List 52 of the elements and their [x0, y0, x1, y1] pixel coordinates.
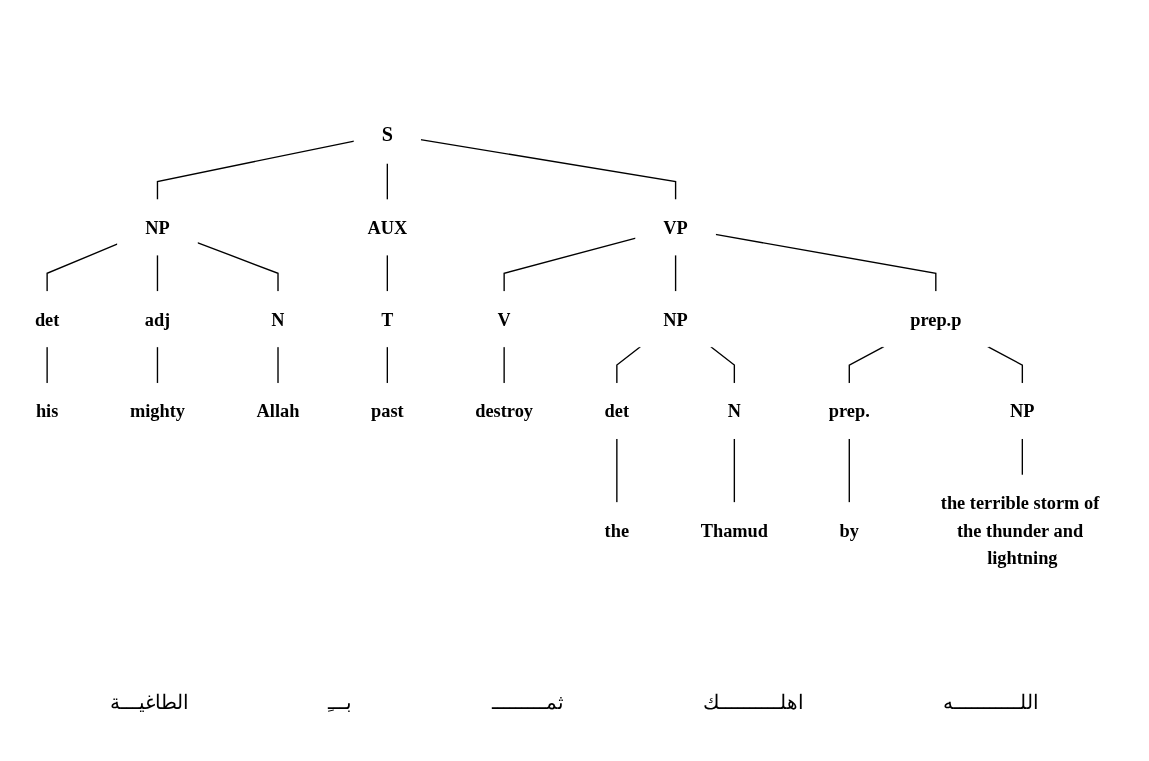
node-text: adj — [144, 308, 171, 329]
node-text: by — [839, 519, 859, 541]
connector — [196, 241, 279, 292]
node-text: S — [381, 122, 393, 146]
connector — [156, 345, 159, 384]
connector — [710, 345, 736, 384]
translation-text: بـــِ — [328, 690, 353, 714]
connector — [674, 253, 677, 292]
node-text: N — [727, 400, 741, 421]
node-text: NP — [1010, 400, 1035, 421]
node-text: the terrible storm of the thunder and lightning — [940, 492, 1100, 568]
translation-text: الطاغيـــة — [109, 690, 189, 714]
connector — [848, 345, 885, 384]
node-text: prep. — [828, 400, 870, 421]
node-text: prep.p — [910, 308, 962, 329]
connector — [714, 233, 937, 292]
node-text: Allah — [256, 400, 300, 421]
connector — [419, 138, 677, 201]
node-text: destroy — [475, 400, 534, 421]
connector — [616, 437, 618, 504]
node-text: T — [381, 308, 394, 329]
node-text: his — [35, 400, 59, 421]
connector — [503, 237, 637, 292]
node-text: past — [371, 400, 404, 421]
node-text: the — [604, 519, 630, 541]
node-text: V — [497, 308, 511, 329]
connector — [386, 162, 389, 201]
connector — [277, 345, 279, 384]
node-text: NP — [663, 308, 688, 329]
connector — [616, 345, 642, 384]
translation-text: اهلــــــــــك — [702, 690, 804, 714]
connector — [46, 242, 119, 292]
connector — [156, 253, 159, 292]
connector — [386, 253, 389, 292]
connector — [503, 345, 505, 384]
node-text: Thamud — [700, 519, 769, 541]
translation-text: ثمـــــــــ — [491, 690, 564, 714]
translation-text: اللـــــــــــه — [943, 690, 1040, 714]
node-text: VP — [663, 216, 688, 238]
node-text: AUX — [367, 216, 408, 238]
connector — [987, 345, 1024, 384]
connector — [156, 140, 355, 201]
connector — [1021, 437, 1024, 476]
node-text: det — [604, 400, 630, 421]
node-text: N — [271, 308, 285, 329]
node-text: mighty — [129, 400, 185, 421]
connector — [46, 345, 48, 384]
connector — [848, 437, 850, 504]
connector — [733, 437, 736, 504]
node-text: det — [34, 308, 60, 329]
connector — [386, 345, 389, 384]
node-text: NP — [145, 216, 170, 238]
